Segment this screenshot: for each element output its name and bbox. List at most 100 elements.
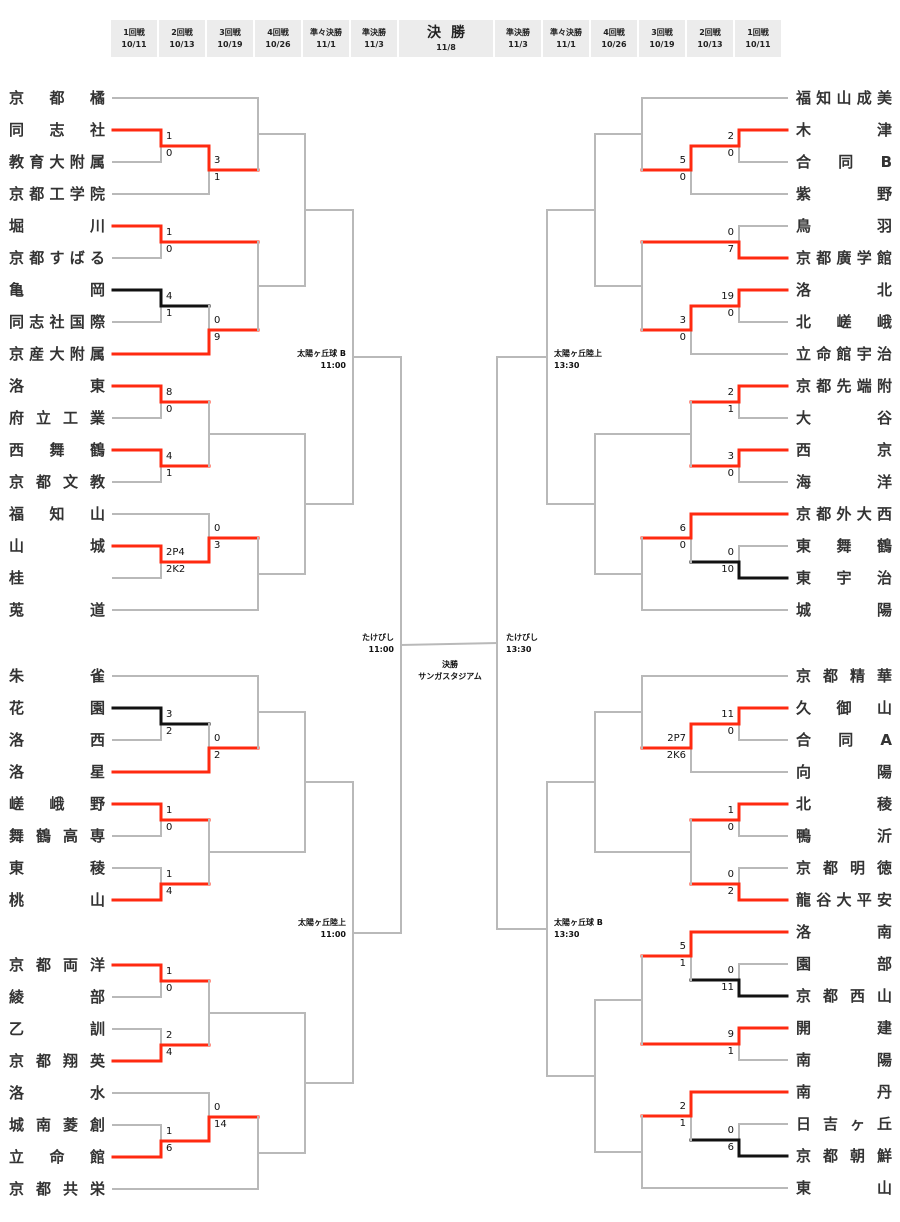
team-name: 東稜 bbox=[9, 859, 105, 877]
round-label: 準々決勝 bbox=[550, 27, 582, 37]
venue-final: 決勝サンガスタジアム bbox=[405, 659, 495, 683]
venue-right-top-qf: 太陽ヶ丘陸上 13:30 bbox=[554, 348, 602, 372]
header-left-round-2: 2回戦 10/13 bbox=[159, 20, 205, 57]
match-score: 2 bbox=[727, 886, 734, 897]
match-score: 2 bbox=[166, 726, 173, 737]
match-score: 1 bbox=[166, 131, 173, 142]
round-date: 11/8 bbox=[436, 42, 456, 52]
team-name: 綾部 bbox=[9, 988, 105, 1006]
match-score: 0 bbox=[727, 965, 734, 976]
team-name: 立命館 bbox=[9, 1148, 105, 1166]
match-score: 2 bbox=[727, 387, 734, 398]
round-label: 準決勝 bbox=[362, 27, 386, 37]
team-name: 京都朝鮮 bbox=[796, 1147, 892, 1165]
match-score: 1 bbox=[679, 1118, 686, 1129]
team-name: 東宇治 bbox=[796, 569, 892, 587]
venue-time: 13:30 bbox=[554, 361, 580, 370]
team-name: 堀川 bbox=[9, 217, 105, 235]
match-score: 3 bbox=[727, 451, 734, 462]
round-date: 10/26 bbox=[601, 39, 627, 49]
round-date: 10/13 bbox=[697, 39, 723, 49]
venue-name: 太陽ヶ丘球 B bbox=[554, 918, 603, 927]
venue-name: 太陽ヶ丘球 B bbox=[297, 349, 346, 358]
match-score: 14 bbox=[214, 1119, 227, 1130]
match-score: 7 bbox=[727, 244, 734, 255]
team-name: 龍谷大平安 bbox=[796, 891, 892, 909]
team-name: 海洋 bbox=[796, 473, 892, 491]
round-header: 1回戦 10/11 2回戦 10/13 3回戦 10/19 4回戦 10/26 準々決勝… bbox=[111, 20, 783, 57]
match-score: 8 bbox=[166, 387, 173, 398]
team-name: 鴨沂 bbox=[796, 827, 892, 845]
match-score: 1 bbox=[166, 869, 173, 880]
round-date: 10/26 bbox=[265, 39, 291, 49]
team-name: 北稜 bbox=[796, 795, 892, 813]
team-name: 京都精華 bbox=[796, 667, 892, 685]
match-score: 4 bbox=[166, 1047, 173, 1058]
round-date: 10/19 bbox=[649, 39, 675, 49]
team-name: 園部 bbox=[796, 955, 892, 973]
team-name: 洛西 bbox=[9, 731, 105, 749]
team-name: 福知山成美 bbox=[796, 89, 892, 107]
match-score: 3 bbox=[214, 540, 221, 551]
round-label: 準決勝 bbox=[506, 27, 530, 37]
team-name: 朱雀 bbox=[9, 667, 105, 685]
match-score: 4 bbox=[166, 291, 173, 302]
match-score: 1 bbox=[166, 468, 173, 479]
match-score: 1 bbox=[727, 805, 734, 816]
match-score: 6 bbox=[166, 1143, 173, 1154]
round-date: 10/13 bbox=[169, 39, 195, 49]
round-date: 10/19 bbox=[217, 39, 243, 49]
match-score: 0 bbox=[679, 172, 686, 183]
match-score: 0 bbox=[166, 822, 173, 833]
venue-name: 太陽ヶ丘陸上 bbox=[298, 918, 346, 927]
team-name: 教育大附属 bbox=[9, 153, 105, 171]
team-name: 東山 bbox=[796, 1179, 892, 1197]
team-name: 洛東 bbox=[9, 377, 105, 395]
round-label: 1回戦 bbox=[123, 27, 145, 37]
venue-place: サンガスタジアム bbox=[418, 672, 482, 681]
match-score: 3 bbox=[166, 709, 173, 720]
match-score: 11 bbox=[721, 982, 734, 993]
team-name: 京都工学院 bbox=[9, 185, 105, 203]
match-score: 9 bbox=[727, 1029, 734, 1040]
round-label: 2回戦 bbox=[171, 27, 193, 37]
round-label: 4回戦 bbox=[603, 27, 625, 37]
round-date: 11/3 bbox=[364, 39, 384, 49]
team-name: 莵道 bbox=[9, 601, 105, 619]
header-right-round-3: 3回戦 10/19 bbox=[639, 20, 685, 57]
team-name: 京都先端附 bbox=[796, 377, 892, 395]
match-score: 10 bbox=[721, 564, 734, 575]
team-name: 京都翔英 bbox=[9, 1052, 105, 1070]
match-score: 19 bbox=[721, 291, 734, 302]
match-score: 5 bbox=[679, 155, 686, 166]
match-score: 1 bbox=[166, 308, 173, 319]
team-name: 嵯峨野 bbox=[9, 795, 105, 813]
round-date: 10/11 bbox=[121, 39, 147, 49]
match-score: 1 bbox=[166, 1126, 173, 1137]
match-score: 1 bbox=[727, 404, 734, 415]
match-score: 3 bbox=[679, 315, 686, 326]
team-name: 乙訓 bbox=[9, 1020, 105, 1038]
match-score: 6 bbox=[679, 523, 686, 534]
team-name: 城陽 bbox=[796, 601, 892, 619]
match-score: 0 bbox=[679, 332, 686, 343]
match-score: 0 bbox=[166, 148, 173, 159]
round-label: 3回戦 bbox=[651, 27, 673, 37]
match-score: 0 bbox=[166, 983, 173, 994]
venue-name: 太陽ヶ丘陸上 bbox=[554, 349, 602, 358]
team-name: 府立工業 bbox=[9, 409, 105, 427]
team-name: 京都両洋 bbox=[9, 956, 105, 974]
team-name: 洛星 bbox=[9, 763, 105, 781]
match-score: 0 bbox=[727, 148, 734, 159]
